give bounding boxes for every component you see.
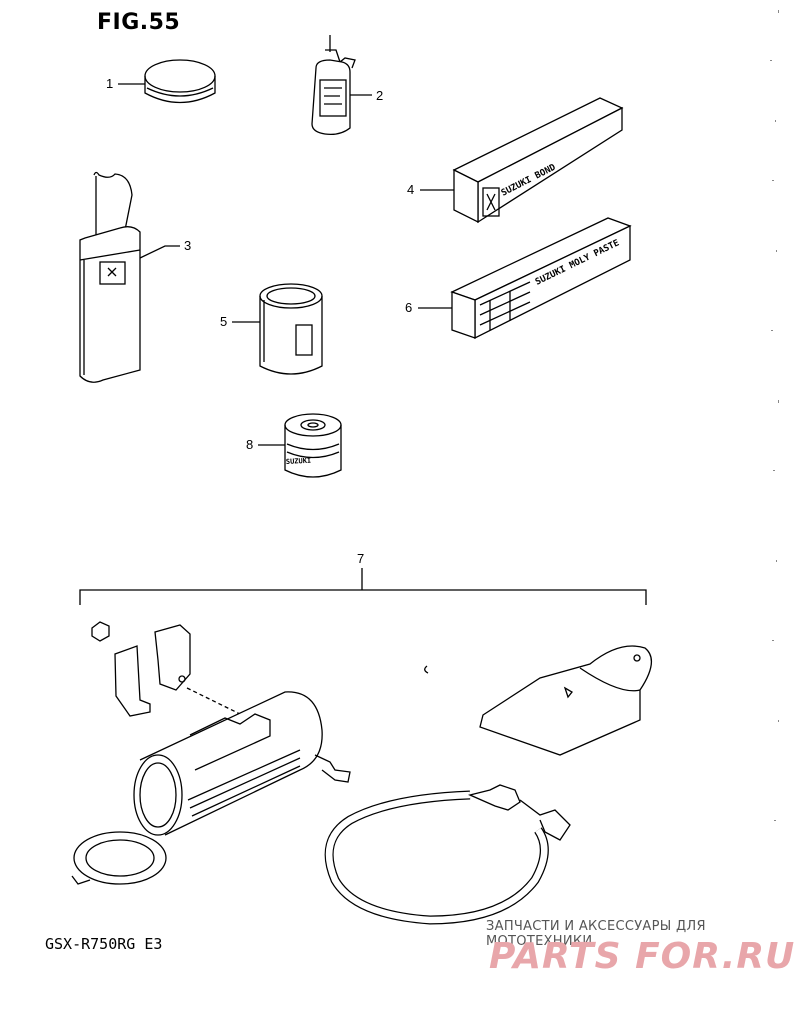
callout-7: 7	[357, 551, 365, 566]
part-7-tool-case[interactable]	[71, 621, 351, 885]
callout-3: 3	[184, 238, 192, 253]
callout-8: 8	[246, 437, 254, 452]
callout-4: 4	[407, 182, 415, 197]
part-6-paste-box[interactable]	[418, 217, 632, 340]
part-1-cap[interactable]	[118, 59, 216, 104]
callout-5: 5	[220, 314, 228, 329]
part-8-small-can[interactable]	[258, 413, 342, 478]
part-7-bracket	[79, 568, 647, 605]
part-7-bag[interactable]	[424, 645, 652, 756]
scan-noise	[770, 10, 779, 821]
part-4-bond-box[interactable]	[420, 97, 624, 224]
part-5-can[interactable]	[232, 283, 323, 375]
model-code: GSX-R750RG E3	[45, 935, 163, 953]
part-7-cable[interactable]	[324, 784, 571, 925]
watermark-logo: PARTS FOR.RU	[489, 936, 796, 977]
callout-1: 1	[106, 76, 114, 91]
part-3-tall-can[interactable]	[79, 171, 180, 383]
can-brand-text: SUZUKI	[286, 457, 312, 466]
figure-title: FIG.55	[97, 10, 181, 35]
callout-2: 2	[376, 88, 384, 103]
callout-6: 6	[405, 300, 413, 315]
watermark-tagline: ЗАПЧАСТИ И АКСЕССУАРЫ ДЛЯ МОТОТЕХНИКИ	[486, 919, 706, 949]
part-2-bottle[interactable]	[311, 35, 372, 136]
